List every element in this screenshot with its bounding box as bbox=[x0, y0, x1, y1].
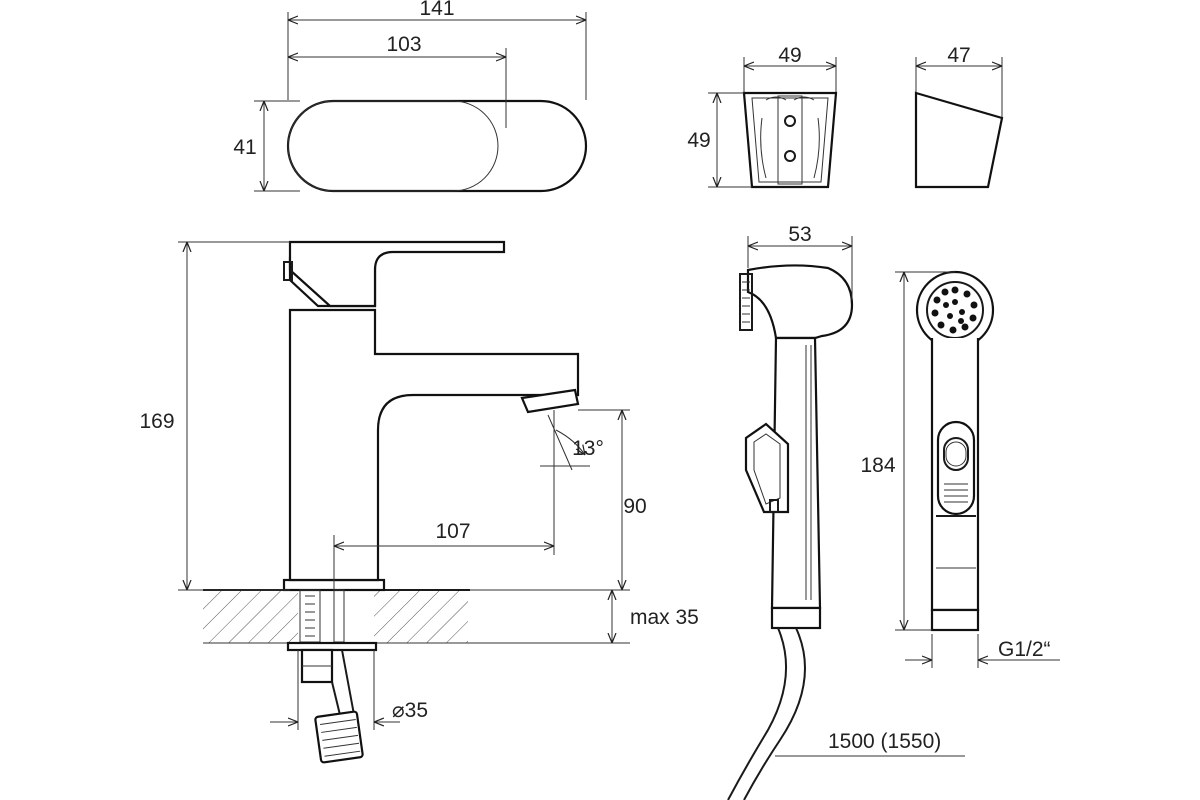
sprayer-side-view bbox=[727, 236, 965, 800]
dim-holder-width: 49 bbox=[778, 44, 801, 67]
dim-holder-height: 49 bbox=[687, 129, 710, 152]
dim-mount-diameter: ⌀35 bbox=[392, 699, 428, 722]
holder-front-view bbox=[708, 57, 838, 189]
dim-handle-height: 41 bbox=[233, 136, 256, 159]
dim-handle-length: 141 bbox=[419, 0, 454, 20]
faucet-side-view bbox=[178, 240, 630, 764]
dim-sprayer-length: 184 bbox=[860, 454, 895, 477]
dim-hose-length: 1500 (1550) bbox=[828, 730, 941, 753]
dim-handle-inner: 103 bbox=[386, 33, 421, 56]
dim-spout-angle: 13° bbox=[572, 437, 604, 460]
dim-thread: G1/2“ bbox=[998, 638, 1051, 661]
sprayer-front-view bbox=[895, 270, 1060, 668]
dim-spout-clearance: 90 bbox=[623, 495, 646, 518]
holder-side-view bbox=[914, 57, 1004, 189]
dim-sprayer-width: 53 bbox=[788, 223, 811, 246]
handle-top-view bbox=[254, 12, 588, 193]
nozzle-holes bbox=[931, 286, 978, 334]
dim-holder-depth: 47 bbox=[947, 44, 970, 67]
dim-counter-thickness: max 35 bbox=[630, 606, 699, 629]
dim-spout-reach: 107 bbox=[435, 520, 470, 543]
dim-faucet-height: 169 bbox=[139, 410, 174, 433]
